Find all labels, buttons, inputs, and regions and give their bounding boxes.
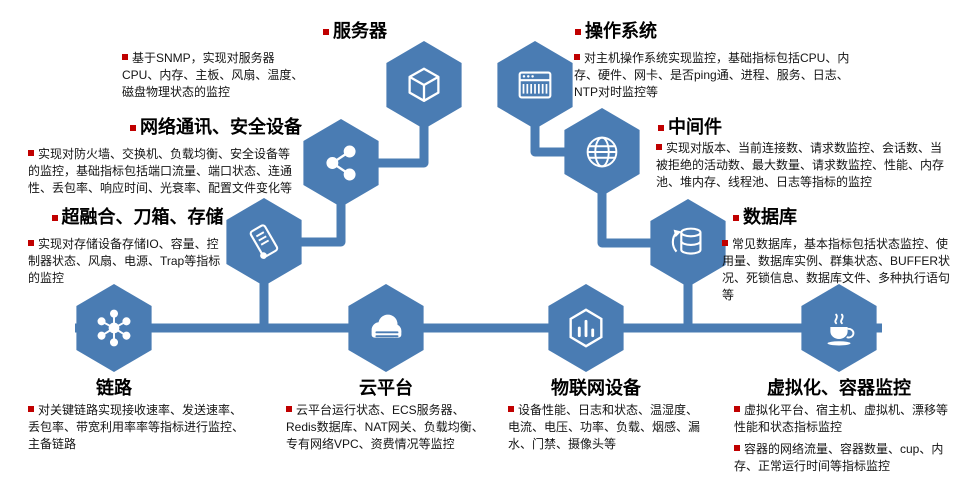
server-rack-icon <box>518 71 552 99</box>
red-square-bullet <box>658 125 664 131</box>
os-desc-text: 对主机操作系统实现监控，基础指标包括CPU、内存、硬件、网卡、是否ping通、进… <box>574 51 850 99</box>
database-title-text: 数据库 <box>743 207 797 227</box>
red-square-bullet <box>575 29 581 35</box>
red-square-bullet <box>286 406 292 412</box>
link-desc: 对关键链路实现接收速率、发送速率、丢包率、带宽利用率率等指标进行监控、主备链路 <box>28 402 244 453</box>
database-icon <box>671 227 702 255</box>
globe-icon <box>586 136 618 168</box>
middleware-hex <box>564 108 640 196</box>
middleware-desc-text: 实现对版本、当前连接数、请求数监控、会话数、当被拒绝的活动数、最大数量、请求数监… <box>656 141 945 189</box>
link-title-text: 链路 <box>96 378 132 398</box>
storage-title: 超融合、刀箱、存储 <box>45 203 230 229</box>
red-square-bullet <box>122 54 128 60</box>
red-square-bullet <box>130 125 136 131</box>
network-title: 网络通讯、安全设备 <box>112 113 320 139</box>
link-desc-text: 对关键链路实现接收速率、发送速率、丢包率、带宽利用率率等指标进行监控、主备链路 <box>28 403 245 451</box>
os-title: 操作系统 <box>556 17 676 43</box>
iot-title: 物联网设备 <box>536 374 656 400</box>
network-desc: 实现对防火墙、交换机、负载均衡、安全设备等的监控，基础指标包括端口流量、端口状态… <box>28 146 292 197</box>
middleware-title-text: 中间件 <box>668 117 722 137</box>
middleware-desc: 实现对版本、当前连接数、请求数监控、会话数、当被拒绝的活动数、最大数量、请求数监… <box>656 140 948 191</box>
red-square-bullet <box>574 54 580 60</box>
virtualization-desc-2: 容器的网络流量、容器数量、cup、内存、正常运行时间等指标监控 <box>734 441 954 475</box>
middleware-title: 中间件 <box>645 113 735 139</box>
red-square-bullet <box>508 406 514 412</box>
network-desc-text: 实现对防火墙、交换机、负载均衡、安全设备等的监控，基础指标包括端口流量、端口状态… <box>28 147 293 195</box>
server-desc-text: 基于SNMP，实现对服务器CPU、内存、主板、风扇、温度、磁盘物理状态的监控 <box>122 51 304 99</box>
database-desc: 常见数据库，基本指标包括状态监控、使用量、数据库实例、群集状态、BUFFER状况… <box>722 236 954 304</box>
cube-3d-icon <box>408 67 440 102</box>
virtualization-title-text: 虚拟化、容器监控 <box>767 378 911 398</box>
iot-title-text: 物联网设备 <box>551 378 641 398</box>
virtualization-desc-1: 虚拟化平台、宿主机、虚拟机、漂移等性能和状态指标监控 <box>734 402 954 436</box>
red-square-bullet <box>656 144 662 150</box>
os-desc: 对主机操作系统实现监控，基础指标包括CPU、内存、硬件、网卡、是否ping通、进… <box>574 50 866 101</box>
os-title-text: 操作系统 <box>585 21 657 41</box>
storage-title-text: 超融合、刀箱、存储 <box>61 207 224 227</box>
server-title-text: 服务器 <box>333 21 387 41</box>
cloud-title: 云平台 <box>341 374 431 400</box>
hub-icon <box>97 309 131 347</box>
cloud-title-text: 云平台 <box>359 378 413 398</box>
red-square-bullet <box>28 240 34 246</box>
storage-desc: 实现对存储设备存储IO、容量、控制器状态、风扇、电源、Trap等指标的监控 <box>28 236 228 287</box>
link-title: 链路 <box>74 374 154 400</box>
iot-hexagon-icon <box>569 308 603 348</box>
red-square-bullet <box>734 406 740 412</box>
network-title-text: 网络通讯、安全设备 <box>140 117 302 137</box>
share-nodes-icon <box>326 145 356 181</box>
virtualization-desc-2-text: 容器的网络流量、容器数量、cup、内存、正常运行时间等指标监控 <box>734 442 944 473</box>
virtualization-desc-1-text: 虚拟化平台、宿主机、虚拟机、漂移等性能和状态指标监控 <box>734 403 949 434</box>
cloud-desc: 云平台运行状态、ECS服务器、Redis数据库、NAT网关、负载均衡、专有网络V… <box>286 402 492 453</box>
red-square-bullet <box>28 406 34 412</box>
scroll-icon <box>249 224 279 259</box>
red-square-bullet <box>323 29 329 35</box>
server-desc: 基于SNMP，实现对服务器CPU、内存、主板、风扇、温度、磁盘物理状态的监控 <box>122 50 310 101</box>
database-title: 数据库 <box>720 203 810 229</box>
cloud-server-icon <box>371 314 402 338</box>
red-square-bullet <box>51 215 58 221</box>
iot-desc-text: 设备性能、日志和状态、温湿度、电流、电压、功率、负载、烟感、漏水、门禁、摄像头等 <box>508 403 701 451</box>
red-square-bullet <box>734 445 740 451</box>
virtualization-title: 虚拟化、容器监控 <box>760 374 918 400</box>
java-cup-icon <box>827 313 855 346</box>
red-square-bullet <box>722 240 728 246</box>
database-desc-text: 常见数据库，基本指标包括状态监控、使用量、数据库实例、群集状态、BUFFER状况… <box>722 237 951 302</box>
red-square-bullet <box>733 215 739 221</box>
storage-desc-text: 实现对存储设备存储IO、容量、控制器状态、风扇、电源、Trap等指标的监控 <box>28 237 221 285</box>
cloud-desc-text: 云平台运行状态、ECS服务器、Redis数据库、NAT网关、负载均衡、专有网络V… <box>286 403 484 451</box>
server-title: 服务器 <box>300 17 410 43</box>
red-square-bullet <box>28 150 34 156</box>
iot-desc: 设备性能、日志和状态、温湿度、电流、电压、功率、负载、烟感、漏水、门禁、摄像头等 <box>508 402 704 453</box>
